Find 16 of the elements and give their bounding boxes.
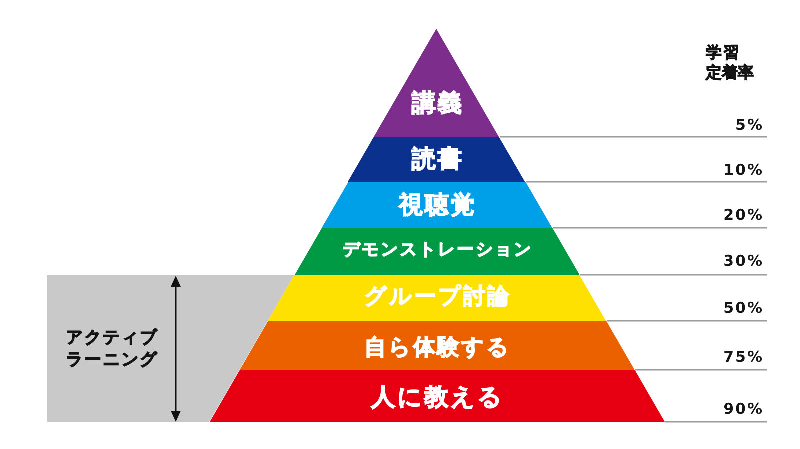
tier-label: 人に教える bbox=[372, 384, 504, 412]
percentage-label: 20% bbox=[724, 206, 764, 224]
percentage-label: 10% bbox=[724, 162, 764, 178]
percentage-label: 50% bbox=[724, 300, 764, 316]
column-heading: 学習定着率 bbox=[706, 43, 755, 83]
tier-label: 視聴覚 bbox=[398, 192, 477, 220]
tier-label: グループ討論 bbox=[364, 284, 512, 310]
tier-label: デモンストレーション bbox=[342, 241, 533, 261]
tier-label: 講義 bbox=[412, 90, 464, 118]
percentage-label: 30% bbox=[724, 252, 764, 270]
tier-label: 自ら体験する bbox=[364, 335, 512, 361]
percentage-label: 75% bbox=[724, 348, 764, 366]
percentage-label: 5% bbox=[736, 116, 764, 134]
percentage-label: 90% bbox=[724, 400, 764, 418]
tier-label: 読書 bbox=[412, 146, 464, 174]
group-label: アクティブラーニング bbox=[66, 327, 160, 371]
